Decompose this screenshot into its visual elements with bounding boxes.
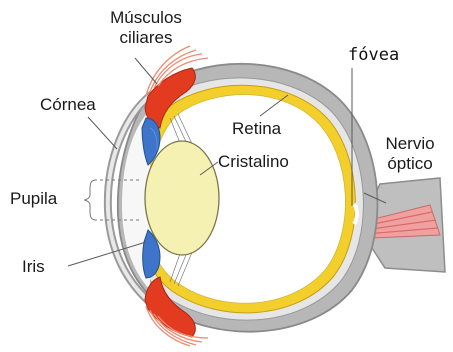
- label-retina: Retina: [232, 119, 281, 139]
- label-fovea: fóvea: [348, 46, 399, 66]
- label-musculos-ciliares-line2: ciliares: [104, 28, 188, 48]
- label-nervio-optico-line1: Nervio: [374, 134, 446, 154]
- label-cristalino: Cristalino: [218, 152, 289, 172]
- lens-cristalino: [145, 141, 219, 255]
- label-nervio-optico-line2: óptico: [374, 154, 446, 174]
- label-pupila: Pupila: [10, 189, 57, 209]
- label-cornea: Córnea: [40, 95, 96, 115]
- label-musculos-ciliares: Músculos ciliares: [104, 8, 188, 47]
- label-iris: Iris: [22, 257, 45, 277]
- label-nervio-optico: Nervio óptico: [374, 134, 446, 173]
- label-musculos-ciliares-line1: Músculos: [104, 8, 188, 28]
